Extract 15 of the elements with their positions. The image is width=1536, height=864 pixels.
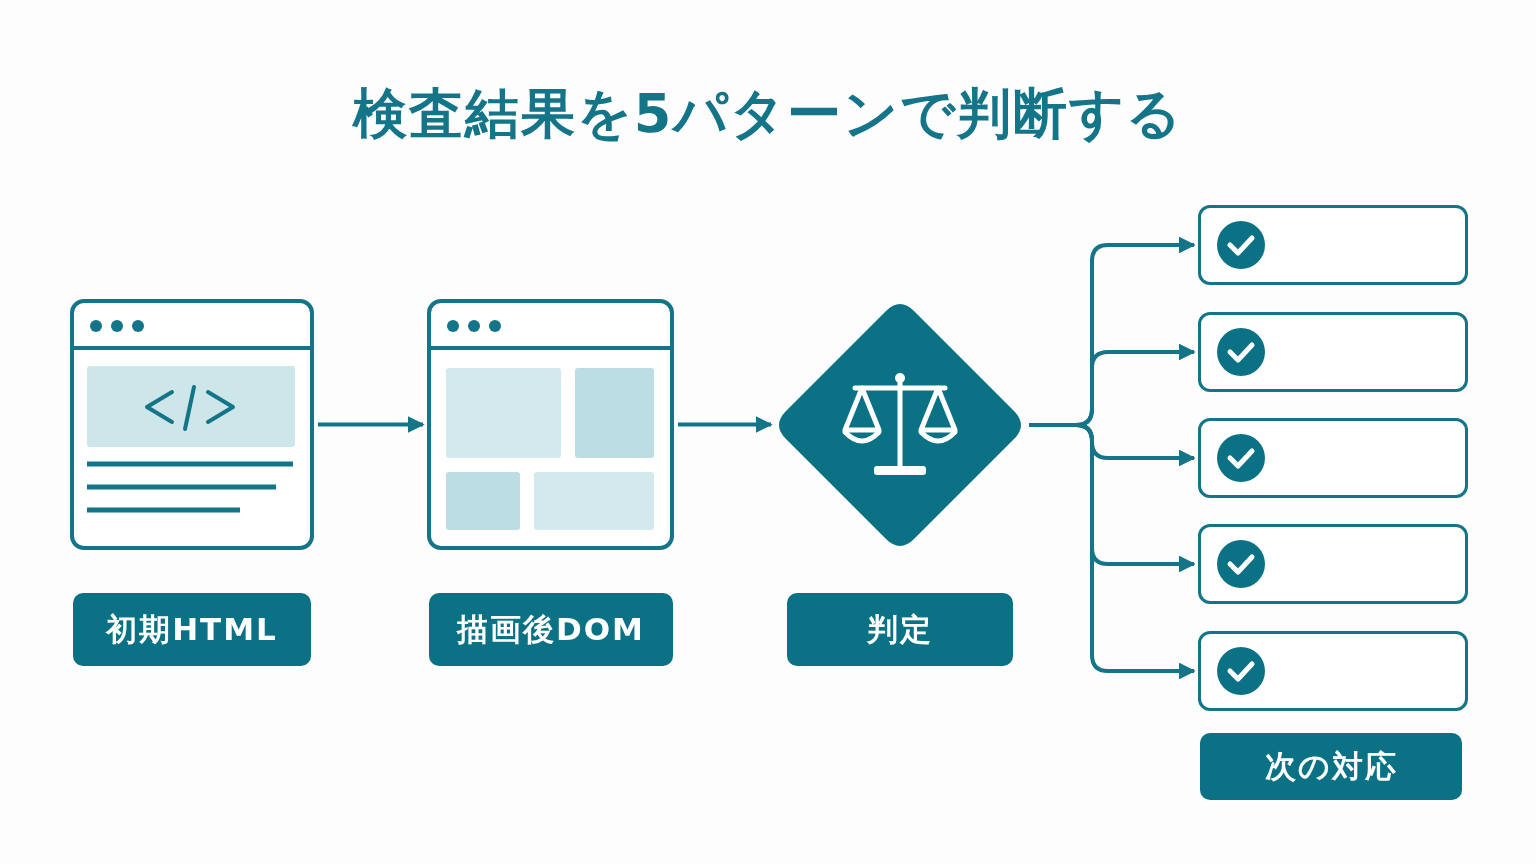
browser-window-drawing bbox=[70, 299, 314, 550]
caption-tag: 初期HTML bbox=[73, 593, 311, 666]
result-box bbox=[1198, 312, 1468, 392]
result-box bbox=[1198, 631, 1468, 711]
arrow bbox=[318, 416, 425, 433]
arrow bbox=[1029, 423, 1196, 680]
title: 検査結果を5パターンで判断する bbox=[352, 82, 1184, 145]
caption-tag: 次の対応 bbox=[1200, 733, 1462, 800]
result-box bbox=[1198, 524, 1468, 604]
caption-tag: 描画後DOM bbox=[429, 593, 673, 666]
browser-window-drawing bbox=[427, 299, 674, 550]
result-box bbox=[1198, 205, 1468, 285]
result-box bbox=[1198, 418, 1468, 498]
arrow bbox=[678, 416, 773, 433]
caption-tag: 判定 bbox=[787, 593, 1013, 666]
